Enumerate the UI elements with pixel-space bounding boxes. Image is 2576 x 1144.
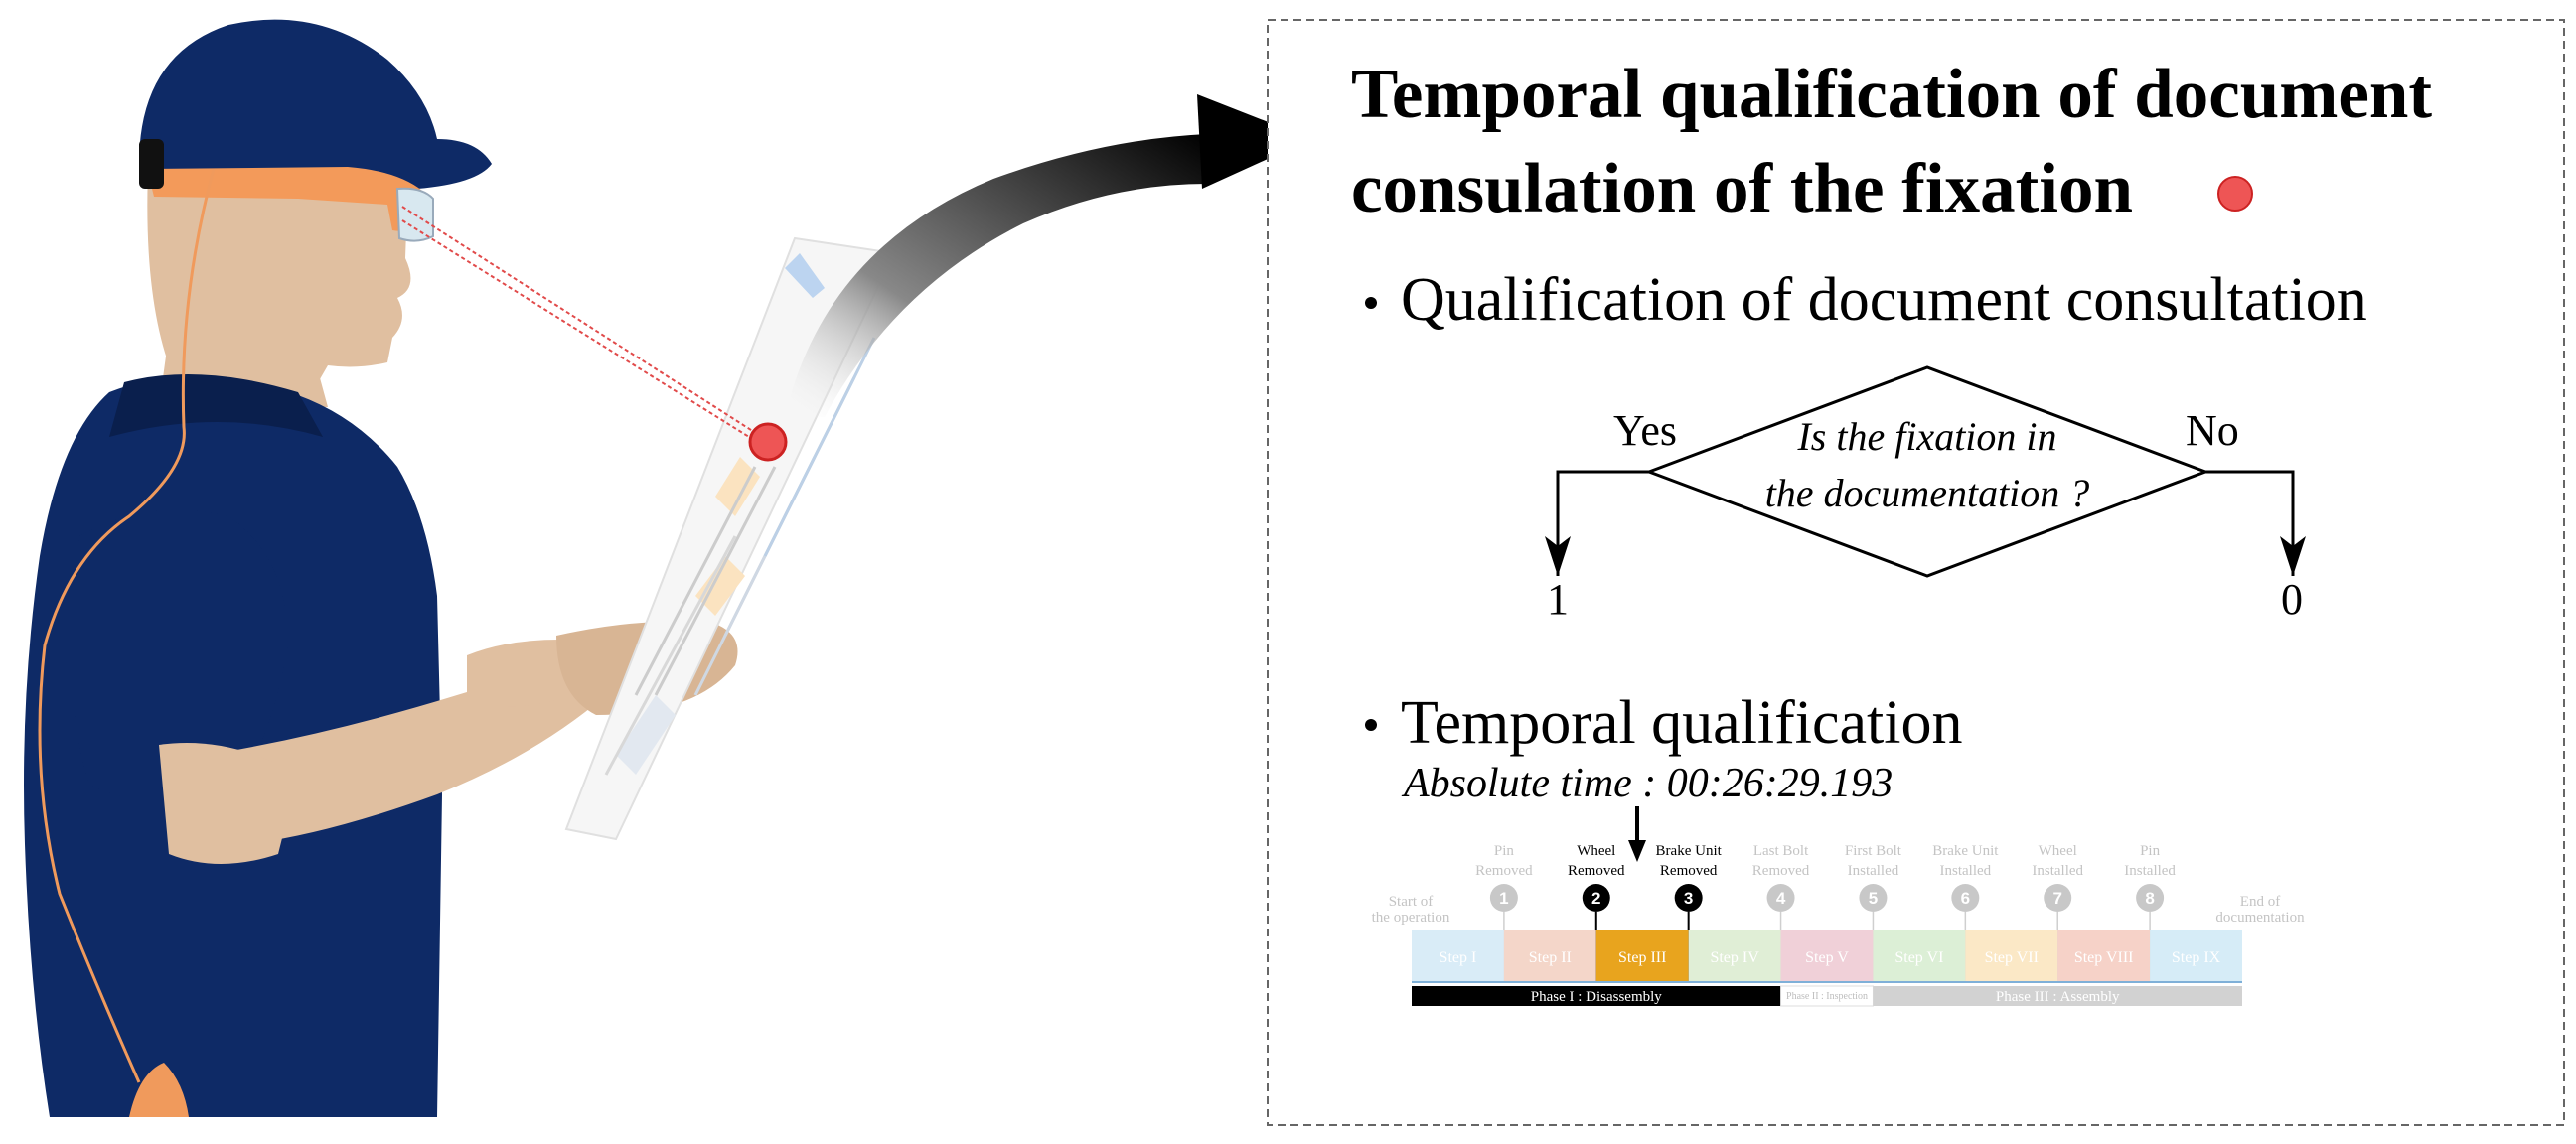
timeline-event-label-line2: Installed xyxy=(2124,863,2176,879)
person-illustration xyxy=(24,19,738,1117)
no-label: No xyxy=(2186,406,2239,455)
curved-arrow xyxy=(785,94,1311,417)
timeline-event-number: 8 xyxy=(2145,889,2154,908)
timeline-step-8 xyxy=(2057,930,2151,982)
sleeve xyxy=(72,509,288,802)
decision-diagram: Is the fixation in the documentation ? Y… xyxy=(1545,365,2306,624)
fixation-legend-icon xyxy=(2217,176,2253,212)
timeline-phase-1 xyxy=(1412,986,1781,1006)
no-arrowhead xyxy=(2280,536,2306,576)
timeline-step-label: Step IX xyxy=(2172,949,2221,966)
yes-arrowhead xyxy=(1545,536,1571,576)
timeline-step-label: Step III xyxy=(1618,949,1666,966)
timeline-event-marker-1 xyxy=(1489,884,1518,912)
collar xyxy=(109,374,323,437)
timeline-end-label-line2: documentation xyxy=(2215,910,2305,926)
timeline-event-label-line2: Removed xyxy=(1475,863,1533,879)
timeline-end-label-line1: End of xyxy=(2240,894,2280,910)
timeline-event-number: 3 xyxy=(1684,889,1693,908)
timeline-event-label-line2: Installed xyxy=(1940,863,1992,879)
timeline-event-marker-5 xyxy=(1859,884,1888,912)
timeline-event-label-line2: Removed xyxy=(1568,863,1625,879)
absolute-time: Absolute time : 00:26:29.193 xyxy=(1401,761,1893,806)
timeline-step-label: Step II xyxy=(1529,949,1572,966)
timeline-step-label: Step IV xyxy=(1710,949,1759,966)
glasses xyxy=(147,167,429,231)
timeline-step-label: Step V xyxy=(1805,949,1849,966)
timeline-event-number: 1 xyxy=(1499,889,1508,908)
bullet-temporal: Temporal qualification xyxy=(1401,689,1963,757)
timeline-step-7 xyxy=(1965,930,2058,982)
timeline-event-label-line1: First Bolt xyxy=(1845,843,1902,859)
timeline-step-5 xyxy=(1780,930,1874,982)
bullet-dot-2 xyxy=(1365,719,1377,731)
timeline-start-label-line2: the operation xyxy=(1372,910,1450,926)
timeline-event-number: 5 xyxy=(1869,889,1878,908)
cable xyxy=(38,168,216,1083)
yes-value: 1 xyxy=(1547,575,1569,624)
timeline-step-6 xyxy=(1873,930,1966,982)
timeline-event-label-line1: Wheel xyxy=(2039,843,2077,859)
timeline-step-2 xyxy=(1503,930,1596,982)
timeline-step-4 xyxy=(1688,930,1781,982)
glasses-strap xyxy=(139,139,164,189)
timeline-event-marker-2 xyxy=(1582,884,1610,912)
cap xyxy=(139,19,492,193)
yes-label: Yes xyxy=(1613,406,1677,455)
timeline-event-number: 4 xyxy=(1776,889,1786,908)
timeline-event-number: 6 xyxy=(1961,889,1970,908)
timeline-step-3 xyxy=(1595,930,1689,982)
yes-branch xyxy=(1556,470,1649,576)
timeline-start-label-line1: Start of xyxy=(1389,894,1434,910)
timeline-phase-label: Phase I : Disassembly xyxy=(1531,989,1663,1005)
timeline-step-label: Step I xyxy=(1440,949,1477,966)
timeline-event-marker-8 xyxy=(2136,884,2165,912)
decision-question-line2: the documentation ? xyxy=(1765,471,2090,515)
timeline-phase-label: Phase II : Inspection xyxy=(1786,991,1868,1002)
timeline-event-label-line2: Removed xyxy=(1660,863,1718,879)
timeline-event-label-line1: Pin xyxy=(2140,843,2161,859)
timeline-step-9 xyxy=(2150,930,2242,982)
current-time-arrowhead xyxy=(1628,840,1646,862)
timeline-event-label-line1: Brake Unit xyxy=(1932,843,1999,859)
recorder xyxy=(129,1063,189,1117)
timeline-event-label-line1: Pin xyxy=(1494,843,1515,859)
timeline-step-label: Step VII xyxy=(1985,949,2039,966)
timeline-event-number: 2 xyxy=(1591,889,1600,908)
timeline-step-label: Step VIII xyxy=(2074,949,2134,966)
timeline-phase-3 xyxy=(1873,986,2242,1006)
timeline-step-label: Step VI xyxy=(1894,949,1943,966)
panel-title-line2: consulation of the fixation xyxy=(1351,150,2133,227)
timeline-event-label-line1: Brake Unit xyxy=(1656,843,1723,859)
timeline-event-label-line2: Installed xyxy=(1848,863,1899,879)
bullet-dot-1 xyxy=(1365,297,1377,309)
timeline-event-label-line2: Installed xyxy=(2032,863,2083,879)
decision-question-line1: Is the fixation in xyxy=(1796,414,2056,459)
timeline-event-marker-3 xyxy=(1674,884,1703,912)
operation-timeline: Start of the operation End of documentat… xyxy=(1372,806,2305,1007)
fixation-marker xyxy=(748,422,788,462)
timeline-event-label-line1: Wheel xyxy=(1577,843,1615,859)
timeline-event-marker-7 xyxy=(2044,884,2072,912)
timeline-event-label-line1: Last Bolt xyxy=(1753,843,1809,859)
no-value: 0 xyxy=(2281,575,2303,624)
timeline-event-marker-4 xyxy=(1766,884,1795,912)
upper-arm xyxy=(159,743,298,864)
timeline-event-label-line2: Removed xyxy=(1752,863,1810,879)
timeline-step-1 xyxy=(1412,930,1504,982)
timeline-event-marker-6 xyxy=(1951,884,1980,912)
timeline-phase-label: Phase III : Assembly xyxy=(1996,989,2120,1005)
timeline-event-number: 7 xyxy=(2052,889,2061,908)
panel-title-line1: Temporal qualification of document xyxy=(1351,56,2432,133)
no-branch xyxy=(2205,470,2295,576)
gaze-lines xyxy=(401,206,766,448)
bullet-doc-consultation: Qualification of document consultation xyxy=(1401,266,2367,334)
